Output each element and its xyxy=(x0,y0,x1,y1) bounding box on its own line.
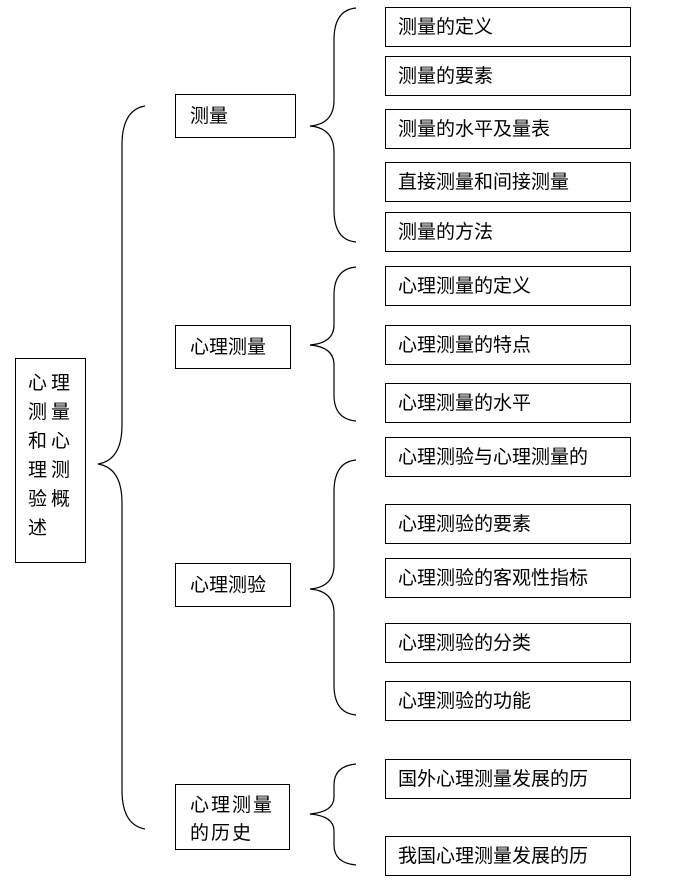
leaf-node: 心理测验的客观性指标 xyxy=(385,558,631,598)
leaf-node: 国外心理测量发展的历 xyxy=(385,759,631,799)
root-bracket xyxy=(97,105,146,830)
leaf-node: 测量的水平及量表 xyxy=(385,109,631,149)
leaf-node: 心理测验与心理测量的 xyxy=(385,437,631,477)
leaf-node: 测量的方法 xyxy=(385,212,631,252)
leaf-node: 心理测验的要素 xyxy=(385,504,631,544)
bracket-section-3 xyxy=(309,459,357,716)
leaf-node: 心理测验的分类 xyxy=(385,623,631,663)
leaf-node: 心理测量的特点 xyxy=(385,325,631,365)
leaf-node: 测量的要素 xyxy=(385,56,631,96)
leaf-node: 心理测验的功能 xyxy=(385,681,631,721)
leaf-node: 测量的定义 xyxy=(385,7,631,47)
bracket-section-4 xyxy=(309,763,357,866)
leaf-node: 我国心理测量发展的历 xyxy=(385,836,631,876)
leaf-node: 心理测量的定义 xyxy=(385,266,631,306)
section-node-history: 心理测量的历史 xyxy=(175,784,290,850)
section-node-psych-test: 心理测验 xyxy=(175,563,291,607)
bracket-section-2 xyxy=(309,266,357,422)
root-node: 心理测量和心理测验概述 xyxy=(15,358,86,563)
leaf-node: 直接测量和间接测量 xyxy=(385,162,631,202)
section-node-psych-measurement: 心理测量 xyxy=(175,325,291,369)
bracket-section-1 xyxy=(309,7,357,243)
section-node-measurement: 测量 xyxy=(175,94,296,138)
leaf-node: 心理测量的水平 xyxy=(385,383,631,423)
